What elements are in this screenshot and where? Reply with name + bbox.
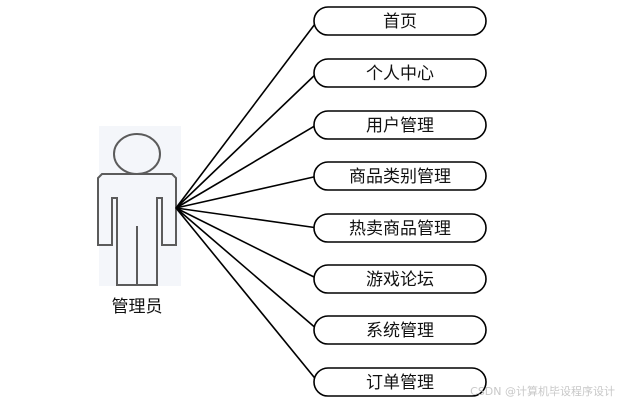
use-case-label: 首页 <box>383 12 417 32</box>
connector-line-7 <box>175 207 319 331</box>
use-case-pill <box>313 6 487 36</box>
connector-line-6 <box>175 207 319 280</box>
actor-figure <box>97 133 177 286</box>
use-case-node: 系统管理 <box>313 315 487 345</box>
connector-line-8 <box>175 207 319 383</box>
use-case-pill <box>313 213 487 243</box>
use-case-pill <box>313 367 487 397</box>
actor-label: 管理员 <box>112 297 163 317</box>
connector-line-3 <box>175 123 319 209</box>
use-case-node: 个人中心 <box>313 58 487 88</box>
connector-line-4 <box>175 175 319 209</box>
use-case-node: 订单管理 <box>313 367 487 397</box>
use-case-pill <box>313 315 487 345</box>
connector-line-5 <box>175 207 319 229</box>
use-case-nodes: 首页 个人中心 用户管理 商品类别管理 热卖商品管理 游戏论坛 系统管理 订单 <box>313 6 487 397</box>
use-case-label: 热卖商品管理 <box>349 219 451 239</box>
actor-body <box>97 173 177 286</box>
use-case-label: 游戏论坛 <box>366 270 434 290</box>
watermark: CSDN @计算机毕设程序设计 <box>470 385 615 398</box>
use-case-pill <box>313 110 487 140</box>
use-case-label: 用户管理 <box>366 116 434 136</box>
use-case-label: 商品类别管理 <box>349 167 451 187</box>
use-case-node: 首页 <box>313 6 487 36</box>
use-case-node: 用户管理 <box>313 110 487 140</box>
use-case-pill <box>313 58 487 88</box>
use-case-label: 系统管理 <box>366 321 434 341</box>
use-case-node: 热卖商品管理 <box>313 213 487 243</box>
connectors <box>175 19 319 383</box>
use-case-node: 商品类别管理 <box>313 161 487 191</box>
use-case-label: 个人中心 <box>366 64 434 84</box>
use-case-pill <box>313 264 487 294</box>
connector-line-2 <box>175 71 319 209</box>
use-case-label: 订单管理 <box>366 373 434 393</box>
use-case-pill <box>313 161 487 191</box>
connector-line-1 <box>175 19 319 209</box>
use-case-node: 游戏论坛 <box>313 264 487 294</box>
